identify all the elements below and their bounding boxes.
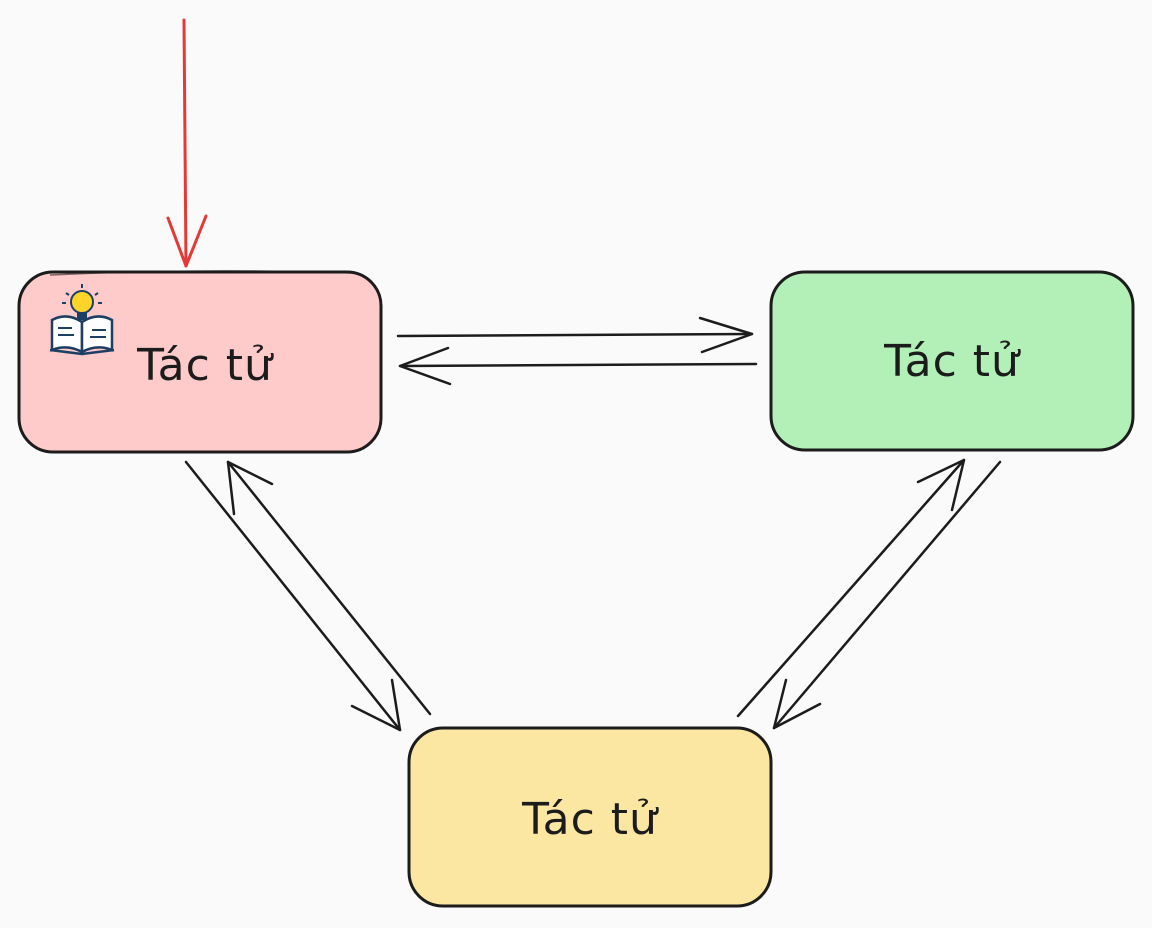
agent-label: Tác tử [136, 340, 274, 391]
agent-node-green[interactable]: Tác tử [769, 270, 1135, 452]
agent-label: Tác tử [521, 794, 659, 845]
edge-yellow-to-green [736, 458, 966, 718]
edge-red-to-green [396, 316, 754, 354]
agent-node-red[interactable]: Tác tử [17, 270, 383, 454]
edge-yellow-to-red [226, 460, 432, 716]
book-lightbulb-icon [49, 284, 115, 356]
input-arrow [166, 18, 208, 268]
edge-green-to-yellow [772, 460, 1002, 730]
edge-red-to-yellow [184, 460, 402, 732]
edge-green-to-red [398, 346, 758, 386]
agent-label: Tác tử [883, 336, 1021, 387]
agent-node-yellow[interactable]: Tác tử [407, 726, 773, 908]
